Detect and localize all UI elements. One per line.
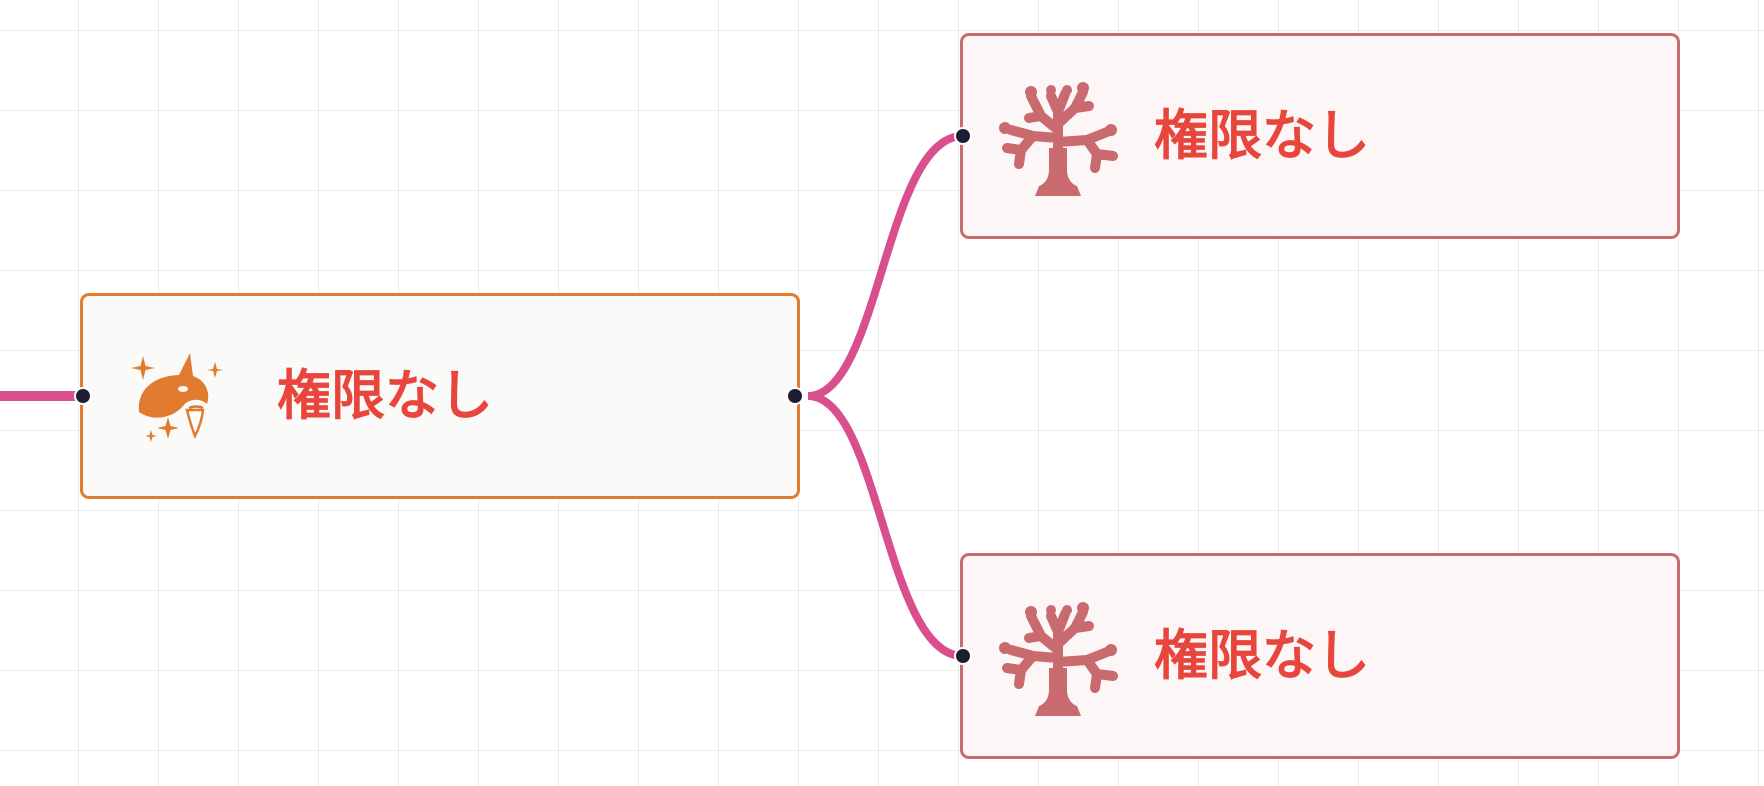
coral-icon [999, 602, 1118, 716]
node-parent[interactable]: 権限なし [80, 293, 800, 499]
parent-output-port[interactable] [786, 387, 804, 405]
node-label: 権限なし [1154, 104, 1370, 167]
child-2-input-port[interactable] [954, 647, 972, 665]
edge-parent-to-child-1[interactable] [807, 132, 964, 400]
coral-icon [999, 82, 1118, 196]
node-label: 権限なし [1154, 624, 1370, 687]
sparkle-orca-icon [131, 353, 223, 442]
child-1-input-port[interactable] [954, 127, 972, 145]
node-label: 権限なし [277, 364, 493, 427]
node-child-2[interactable]: 権限なし [960, 553, 1680, 759]
edge-parent-to-child-2[interactable] [807, 392, 964, 660]
node-child-1[interactable]: 権限なし [960, 33, 1680, 239]
parent-input-port[interactable] [74, 387, 92, 405]
